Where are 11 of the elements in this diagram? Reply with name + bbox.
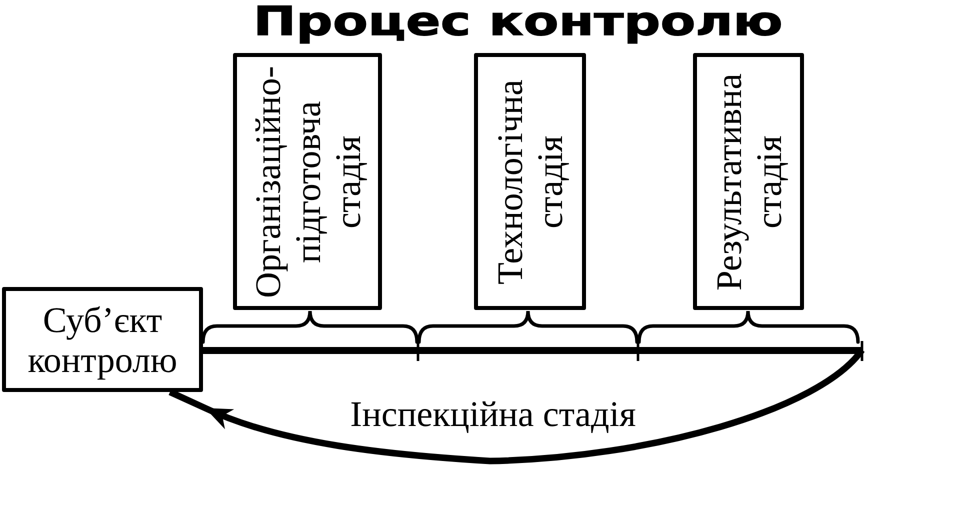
stage-box: [233, 53, 382, 310]
node-text: Суб’єкт контролю: [28, 300, 178, 380]
node-text: Технологічна стадія: [490, 79, 570, 284]
node-text: Організаційно- підготовча стадія: [248, 66, 368, 298]
stage-box: [474, 53, 586, 310]
node-text: Результативна стадія: [708, 72, 788, 290]
stage-box: [693, 53, 804, 310]
curved-arrow: [168, 348, 864, 464]
timeline-bar: [203, 347, 862, 354]
subject-box: [2, 287, 203, 392]
title: Процес контролю: [253, 0, 783, 45]
